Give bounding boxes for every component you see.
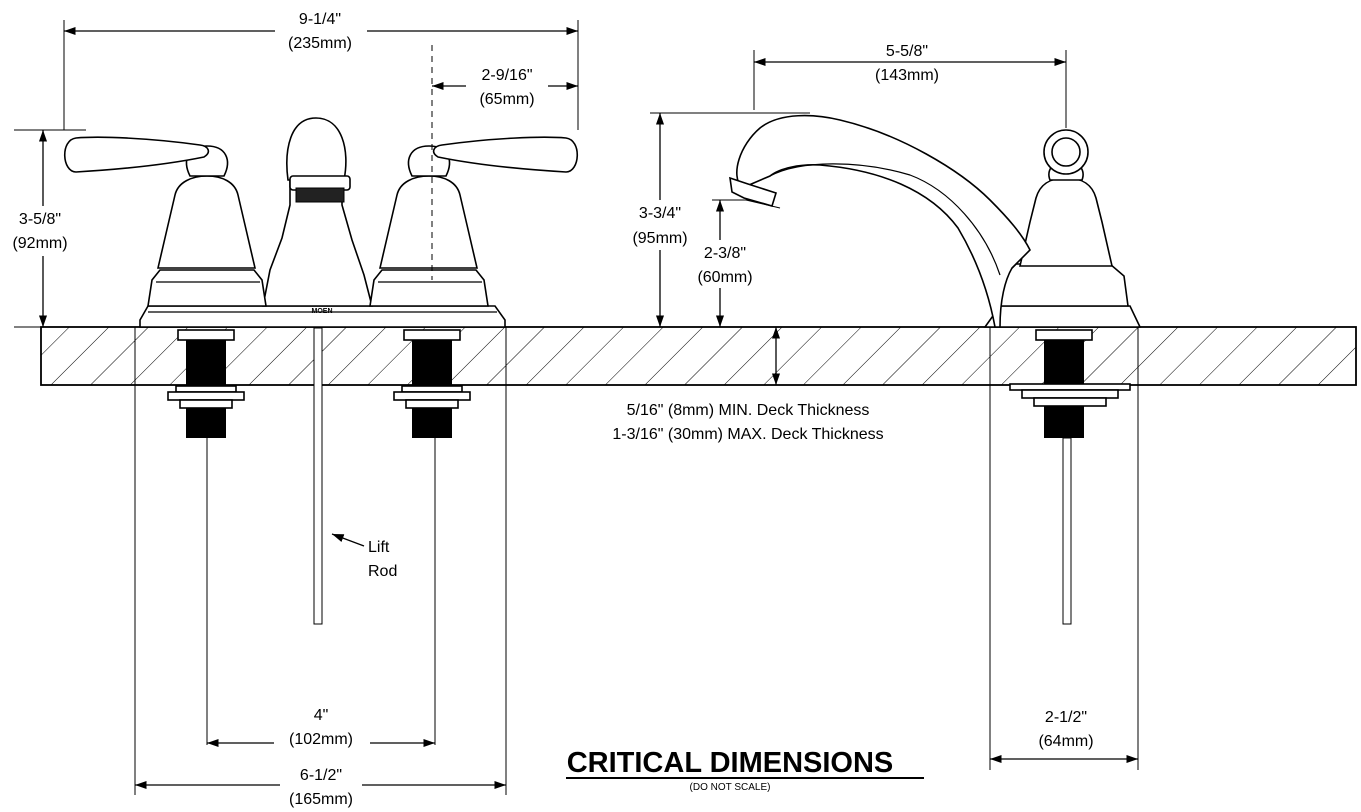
spout-reach-mm: (143mm) xyxy=(875,67,939,84)
faucet-height-in: 3-5/8" xyxy=(19,211,61,228)
aerator-height-mm: (60mm) xyxy=(697,269,752,286)
deck-thickness-min: 5/16" (8mm) MIN. Deck Thickness xyxy=(627,402,870,419)
brand-mark: MOEN xyxy=(312,308,333,315)
base-width-mm: (165mm) xyxy=(289,791,353,808)
title-block: CRITICAL DIMENSIONS (DO NOT SCALE) xyxy=(566,747,924,793)
base-depth-in: 2-1/2" xyxy=(1045,709,1087,726)
center-spacing-in: 4" xyxy=(314,707,329,724)
faucet-side-view xyxy=(729,114,1142,625)
spout-height-mm: (95mm) xyxy=(632,230,687,247)
lift-rod-label-line2: Rod xyxy=(368,563,397,580)
handle-offset-in: 2-9/16" xyxy=(481,67,532,84)
aerator-height-in: 2-3/8" xyxy=(704,245,746,262)
deck-thickness-max: 1-3/16" (30mm) MAX. Deck Thickness xyxy=(612,426,883,443)
dimension-labels: 9-1/4" (235mm) 2-9/16" (65mm) 3-5/8" (92… xyxy=(4,8,1104,810)
handle-offset-mm: (65mm) xyxy=(479,91,534,108)
base-depth-mm: (64mm) xyxy=(1038,733,1093,750)
lift-rod-label-line1: Lift xyxy=(368,539,390,556)
faucet-height-mm: (92mm) xyxy=(12,235,67,252)
center-spacing-mm: (102mm) xyxy=(289,731,353,748)
page-subtitle: (DO NOT SCALE) xyxy=(690,782,771,793)
countertop-deck xyxy=(40,326,1357,386)
spout-height-in: 3-3/4" xyxy=(639,205,681,222)
faucet-front-view: MOEN xyxy=(63,117,579,328)
overall-width-in: 9-1/4" xyxy=(299,11,341,28)
base-width-in: 6-1/2" xyxy=(300,767,342,784)
page-title: CRITICAL DIMENSIONS xyxy=(567,747,894,779)
faucet-front-shanks xyxy=(167,327,471,745)
spout-reach-in: 5-5/8" xyxy=(886,43,928,60)
overall-width-mm: (235mm) xyxy=(288,35,352,52)
